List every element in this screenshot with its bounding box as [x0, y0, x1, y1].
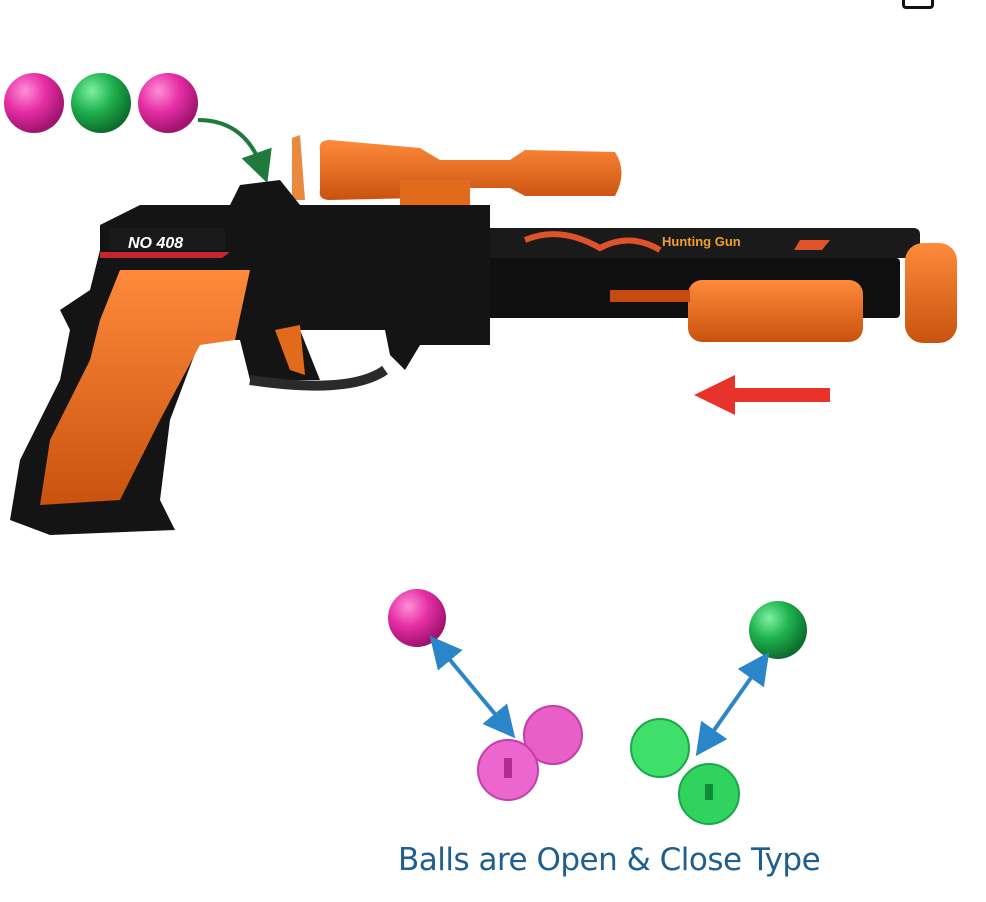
pink-ball — [138, 73, 198, 133]
pink-ball — [4, 73, 64, 133]
pink-half-shell — [523, 705, 583, 765]
green-ball — [71, 73, 131, 133]
open-close-balls — [388, 589, 807, 825]
corner-frame — [902, 0, 934, 9]
top-balls — [4, 73, 198, 133]
caption: Balls are Open & Close Type — [398, 842, 821, 878]
green-half-shell — [630, 718, 690, 778]
direction-arrow-icon — [694, 375, 830, 415]
model-label: NO 408 — [128, 235, 183, 252]
pink-ball — [388, 589, 446, 647]
toy-gun: NO 408 Hunting Gun — [10, 135, 957, 535]
barrel-label: Hunting Gun — [662, 234, 741, 249]
load-arrow-icon — [197, 118, 272, 184]
green-ball — [749, 601, 807, 659]
